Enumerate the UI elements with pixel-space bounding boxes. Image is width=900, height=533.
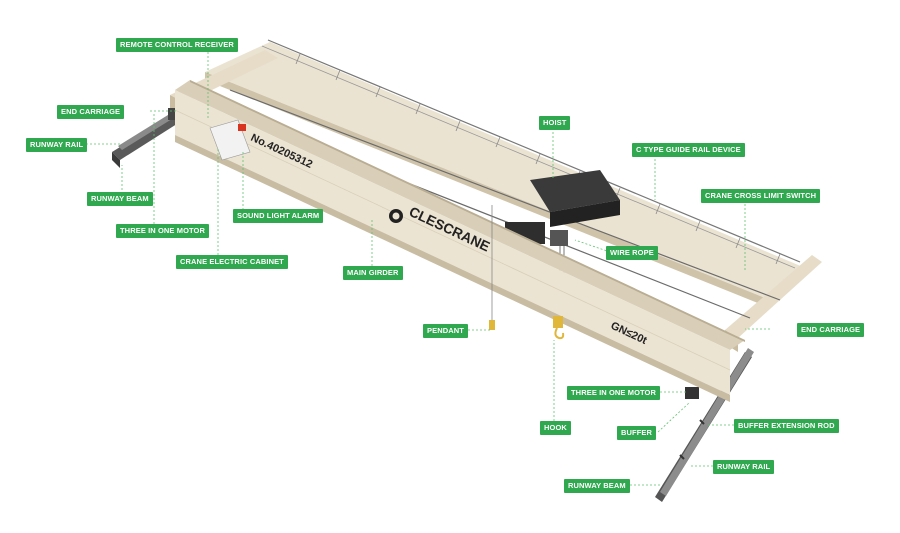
label-buffer-extension-rod: BUFFER EXTENSION ROD	[734, 419, 839, 433]
label-wire-rope: WIRE ROPE	[606, 246, 658, 260]
label-pendant: PENDANT	[423, 324, 468, 338]
label-end-carriage-right: END CARRIAGE	[797, 323, 865, 337]
label-runway-beam-right: RUNWAY BEAM	[564, 479, 630, 493]
label-hook: HOOK	[540, 421, 571, 435]
label-main-girder: MAIN GIRDER	[343, 266, 403, 280]
label-runway-rail-right: RUNWAY RAIL	[713, 460, 775, 474]
label-sound-light-alarm: SOUND LIGHT ALARM	[233, 209, 324, 223]
leader-lines	[86, 44, 770, 486]
label-hoist: HOIST	[539, 116, 571, 130]
label-crane-electric-cabinet: CRANE ELECTRIC CABINET	[176, 255, 288, 269]
clescrane-logo-icon	[389, 209, 403, 223]
label-remote-control-receiver: REMOTE CONTROL RECEIVER	[116, 38, 238, 52]
main-girder	[174, 80, 745, 402]
label-three-in-one-motor-right: THREE IN ONE MOTOR	[567, 386, 660, 400]
label-buffer: BUFFER	[617, 426, 657, 440]
label-three-in-one-motor-left: THREE IN ONE MOTOR	[116, 224, 209, 238]
pendant-shape	[489, 205, 495, 330]
label-runway-rail-left: RUNWAY RAIL	[26, 138, 88, 152]
label-c-type-guide-rail-device: C TYPE GUIDE RAIL DEVICE	[632, 143, 745, 157]
label-crane-cross-limit-switch: CRANE CROSS LIMIT SWITCH	[701, 189, 821, 203]
label-end-carriage-left: END CARRIAGE	[57, 105, 125, 119]
runway-left	[112, 110, 180, 168]
hook-shape	[553, 316, 565, 340]
label-runway-beam-left: RUNWAY BEAM	[87, 192, 153, 206]
